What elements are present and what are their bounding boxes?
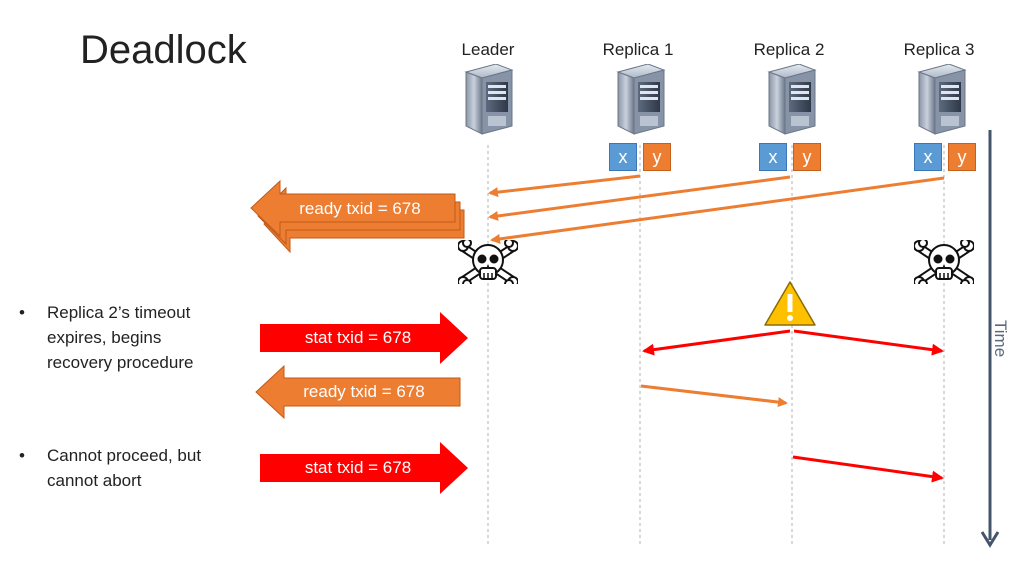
server-icon-replica-1	[617, 64, 665, 135]
skull-crossbones-icon-leader	[458, 239, 518, 288]
slide-title: Deadlock	[80, 28, 247, 72]
node-label-replica-1: Replica 1	[602, 40, 674, 59]
chip-y-replica-2: y	[793, 143, 821, 171]
stat-msg-to-replica-1	[642, 329, 791, 356]
bullet-item-1: • Replica 2’s timeout expires, begins re…	[19, 300, 227, 375]
stat-msg-2-to-replica-3	[792, 455, 944, 483]
ready-msg-replica-1-to-2	[640, 384, 788, 408]
stat-arrow-2	[260, 442, 468, 494]
bullet-item-2: • Cannot proceed, but cannot abort	[19, 443, 237, 493]
chip-x-replica-3: x	[914, 143, 942, 171]
stat-arrow-1-label: stat txid = 678	[304, 328, 412, 347]
time-axis-label: Time	[991, 320, 1010, 358]
ready-arrow-2-label: ready txid = 678	[303, 382, 425, 401]
chip-x-replica-2: x	[759, 143, 787, 171]
ready-arrow-2	[255, 364, 461, 420]
server-icon-replica-2	[768, 64, 816, 135]
chip-y-replica-3: y	[948, 143, 976, 171]
bullet-text-1: Replica 2’s timeout expires, begins reco…	[47, 303, 194, 372]
skull-crossbones-icon-replica-3	[914, 239, 974, 288]
ready-msg-replica-1	[488, 174, 641, 198]
ready-msg-replica-2	[488, 175, 791, 221]
node-label-leader: Leader	[461, 40, 515, 59]
server-icon-replica-3	[918, 64, 966, 135]
bullet-dot: •	[19, 303, 25, 322]
chip-x-replica-1: x	[609, 143, 637, 171]
warning-icon	[764, 281, 816, 326]
ready-msg-replica-3	[490, 176, 945, 244]
node-label-replica-3: Replica 3	[903, 40, 975, 59]
stat-arrow-2-label: stat txid = 678	[304, 458, 412, 477]
chip-y-replica-1: y	[643, 143, 671, 171]
stat-arrow-1	[260, 312, 468, 364]
time-axis-arrowhead	[980, 531, 1000, 548]
stat-msg-to-replica-3	[793, 329, 944, 356]
node-label-replica-2: Replica 2	[753, 40, 825, 59]
ready-arrow-stack-label: ready txid = 678	[299, 199, 421, 218]
bullet-dot: •	[19, 446, 25, 465]
bullet-text-2: Cannot proceed, but cannot abort	[47, 446, 202, 490]
lifelines	[487, 145, 945, 545]
ready-arrow-stack	[250, 179, 465, 254]
server-icon-leader	[465, 64, 513, 135]
